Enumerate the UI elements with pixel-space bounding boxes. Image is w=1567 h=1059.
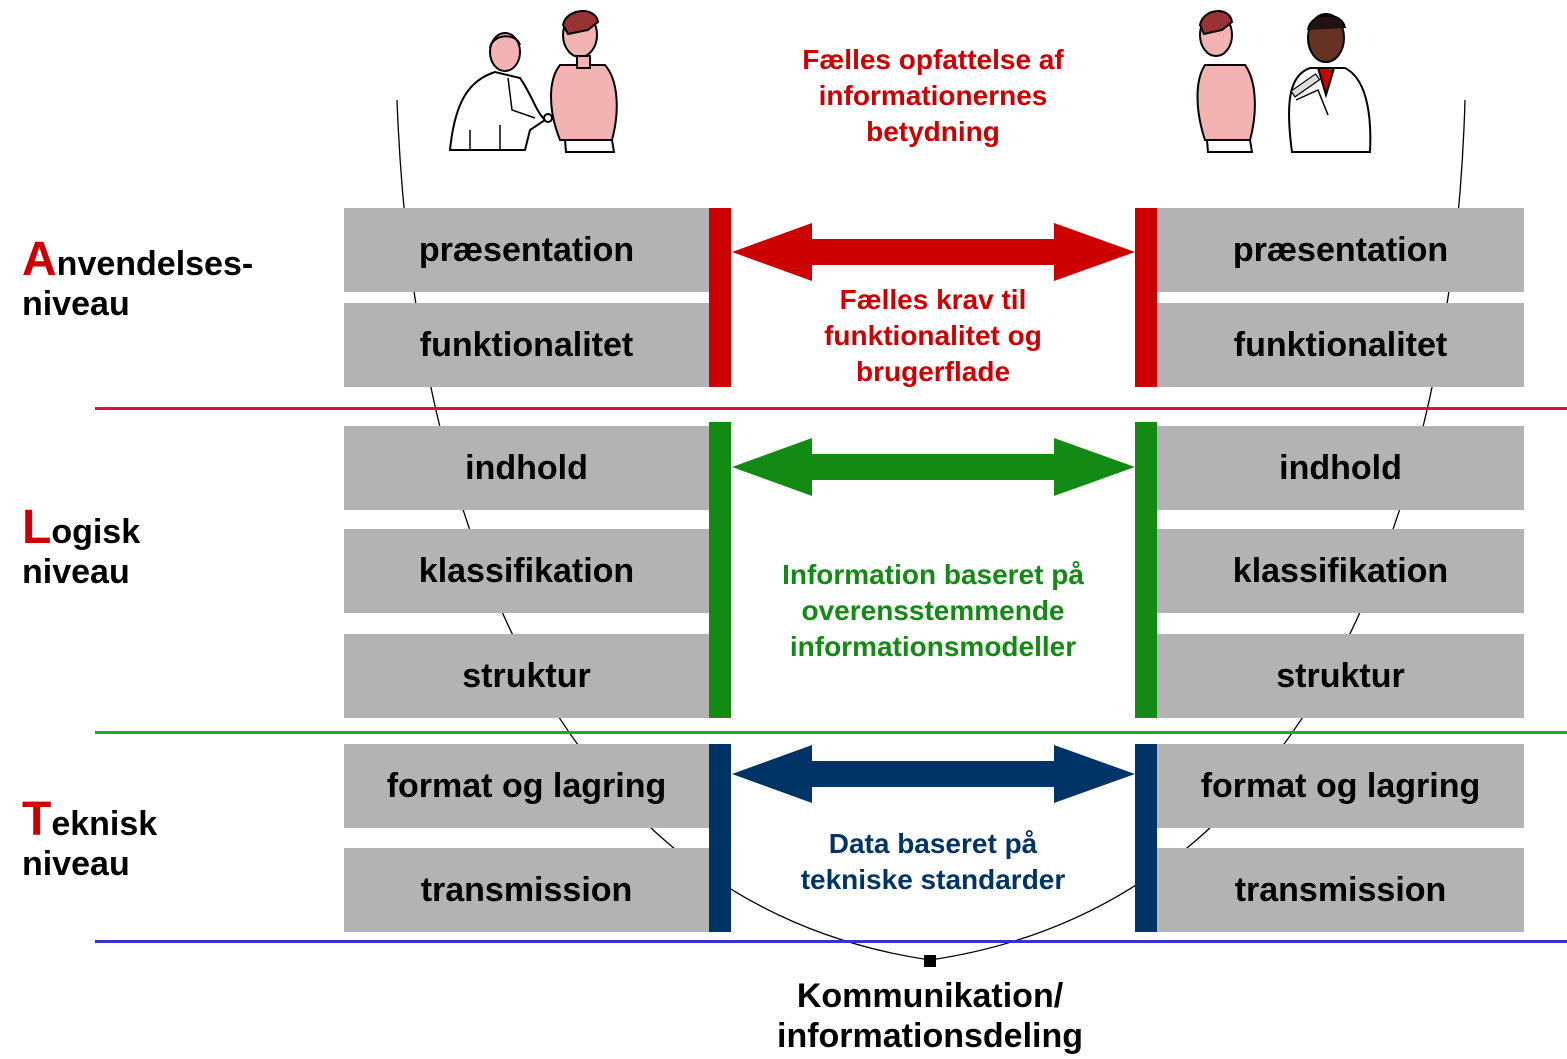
logical-label-line2: niveau: [22, 553, 130, 591]
top-note-line1: Fælles opfattelse af: [802, 44, 1064, 75]
logical-double-arrow: [732, 438, 1135, 496]
left-transmission-box: transmission: [344, 848, 709, 932]
right-technical-bar: [1135, 744, 1157, 932]
doctor-syringe-patient-icon: [1196, 10, 1372, 153]
communication-point-marker: [924, 955, 936, 967]
footer-line1: Kommunikation/: [796, 977, 1064, 1015]
left-application-bar: [709, 208, 731, 387]
technical-note: Data baseret på tekniske standarder: [733, 826, 1133, 898]
application-label-line2: niveau: [22, 285, 130, 323]
logical-label-line1: ogisk: [51, 513, 141, 551]
right-application-bar: [1135, 208, 1157, 387]
left-structure-box: struktur: [344, 634, 709, 718]
logical-level-label: Logisk niveau: [22, 504, 141, 592]
application-initial: A: [22, 233, 57, 286]
left-presentation-box: præsentation: [344, 208, 709, 292]
top-shared-meaning-note: Fælles opfattelse af informationernes be…: [733, 42, 1133, 150]
right-logical-bar: [1135, 422, 1157, 718]
technical-separator-line: [95, 940, 1567, 943]
application-note-line3: brugerflade: [855, 356, 1011, 387]
right-classification-box: klassifikation: [1157, 529, 1524, 613]
application-note-line2: funktionalitet og: [824, 320, 1042, 351]
logical-note-line3: informationsmodeller: [789, 631, 1077, 662]
technical-initial: T: [22, 793, 52, 846]
right-content-box: indhold: [1157, 426, 1524, 510]
footer-line2: informationsdeling: [777, 1017, 1083, 1055]
right-functionality-box: funktionalitet: [1157, 303, 1524, 387]
right-structure-box: struktur: [1157, 634, 1524, 718]
technical-label-line1: eknisk: [51, 805, 158, 843]
left-technical-bar: [709, 744, 731, 932]
logical-initial: L: [22, 501, 52, 554]
right-transmission-box: transmission: [1157, 848, 1524, 932]
doctor-stethoscope-patient-icon: [448, 10, 618, 153]
technical-label-line2: niveau: [22, 845, 130, 883]
technical-note-line1: Data baseret på: [828, 828, 1038, 859]
left-content-box: indhold: [344, 426, 709, 510]
application-label-line1: nvendelses-: [56, 245, 254, 283]
logical-note-line1: Information baseret på: [782, 559, 1084, 590]
top-note-line3: betydning: [866, 116, 1000, 147]
application-level-label: Anvendelses- niveau: [22, 236, 254, 324]
communication-footer: Kommunikation/ informationsdeling: [680, 976, 1180, 1056]
logical-note-line2: overensstemmende: [801, 595, 1065, 626]
left-functionality-box: funktionalitet: [344, 303, 709, 387]
top-note-line2: informationernes: [818, 80, 1048, 111]
application-double-arrow: [732, 223, 1135, 281]
application-note: Fælles krav til funktionalitet og bruger…: [733, 282, 1133, 390]
left-logical-bar: [709, 422, 731, 718]
technical-level-label: Teknisk niveau: [22, 796, 158, 884]
logical-separator-line: [95, 731, 1567, 734]
logical-note: Information baseret på overensstemmende …: [733, 557, 1133, 665]
technical-note-line2: tekniske standarder: [800, 864, 1066, 895]
left-classification-box: klassifikation: [344, 529, 709, 613]
right-format-box: format og lagring: [1157, 744, 1524, 828]
left-format-box: format og lagring: [344, 744, 709, 828]
right-presentation-box: præsentation: [1157, 208, 1524, 292]
application-separator-line: [95, 407, 1567, 410]
technical-double-arrow: [732, 745, 1135, 803]
application-note-line1: Fælles krav til: [839, 284, 1027, 315]
